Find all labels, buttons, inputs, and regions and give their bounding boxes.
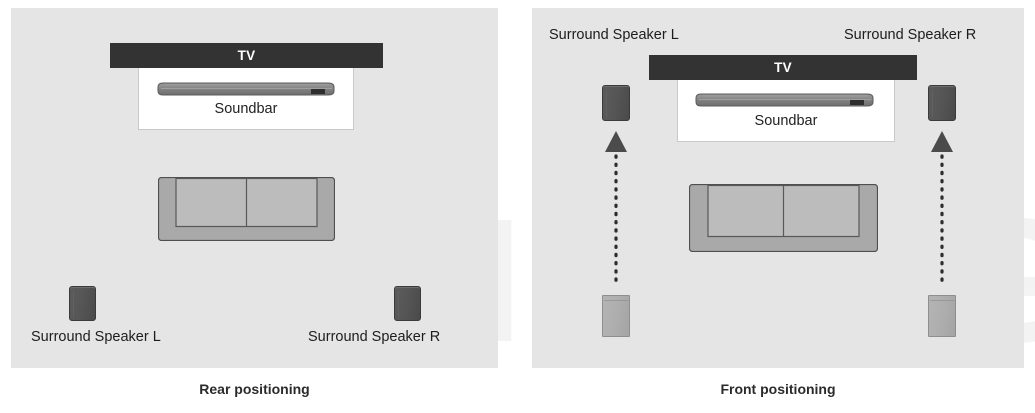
tv-bar-front: TV <box>649 55 917 80</box>
surround-speaker-left-front-origin <box>602 295 630 337</box>
arrow-up-dotted-icon-right <box>928 130 956 285</box>
surround-speaker-left-label-rear: Surround Speaker L <box>31 329 161 345</box>
surround-speaker-left-rear <box>69 286 96 321</box>
caption-front-positioning: Front positioning <box>720 381 836 397</box>
tv-bar-rear: TV <box>110 43 383 68</box>
soundbar-label-rear: Soundbar <box>214 101 278 117</box>
panel-front-positioning: Surround Speaker L Surround Speaker R TV <box>532 8 1024 368</box>
caption-rear-positioning: Rear positioning <box>199 381 310 397</box>
soundbar-icon-front <box>695 91 875 109</box>
surround-speaker-right-label-front: Surround Speaker R <box>844 27 977 43</box>
soundbar-label-front: Soundbar <box>754 113 818 129</box>
surround-speaker-left-label-front: Surround Speaker L <box>549 27 679 43</box>
surround-speaker-right-rear <box>394 286 421 321</box>
arrow-up-dotted-icon-left <box>602 130 630 285</box>
surround-speaker-right-front-target <box>928 85 956 121</box>
surround-speaker-left-front-target <box>602 85 630 121</box>
panel-rear-positioning: TV Soundbar <box>11 8 498 368</box>
sofa-icon-rear <box>157 176 336 242</box>
tv-stand-rear <box>138 66 354 130</box>
surround-speaker-right-front-origin <box>928 295 956 337</box>
soundbar-icon-rear <box>157 80 336 98</box>
tv-stand-front <box>677 78 895 142</box>
surround-speaker-right-label-rear: Surround Speaker R <box>308 329 441 345</box>
sofa-icon-front <box>688 183 879 253</box>
